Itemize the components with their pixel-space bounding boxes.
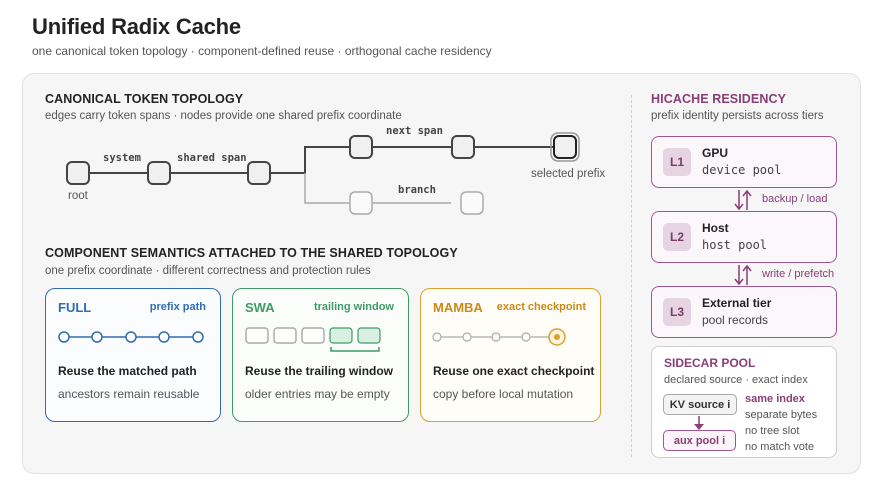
mamba-checkpoint-icon xyxy=(432,328,566,346)
sidecar-title: SIDECAR POOL xyxy=(664,356,756,370)
node-root xyxy=(66,161,90,185)
kv-source-pill: KV source i xyxy=(663,394,737,415)
full-card-name: FULL xyxy=(58,300,92,315)
tier-l1-name: GPU xyxy=(702,146,729,160)
swa-card-main: Reuse the trailing window xyxy=(245,364,394,378)
edge-label-next-span: next span xyxy=(386,125,443,137)
section-divider xyxy=(631,95,632,457)
tier-l3-desc: pool records xyxy=(702,313,769,327)
tier-l1-desc: device pool xyxy=(702,163,782,177)
full-card-sub: ancestors remain reusable xyxy=(58,387,200,401)
mamba-card-sub: copy before local mutation xyxy=(433,387,574,401)
sidecar-note-slot: no tree slot xyxy=(745,425,800,437)
sidecar-pool: SIDECAR POOL declared source · exact ind… xyxy=(651,346,837,458)
topology-title: CANONICAL TOKEN TOPOLOGY xyxy=(45,92,244,106)
tier-l1: L1 GPU device pool xyxy=(651,136,837,188)
mamba-card-main: Reuse one exact checkpoint xyxy=(433,364,595,378)
tier-l2: L2 Host host pool xyxy=(651,211,837,263)
node-label-selected: selected prefix xyxy=(531,168,606,180)
node-next-b xyxy=(451,135,475,159)
full-path-icon xyxy=(58,331,204,343)
node-branch-a xyxy=(349,191,373,215)
tier-l3-name: External tier xyxy=(702,296,772,310)
arrow-label-write: write / prefetch xyxy=(762,268,835,280)
swa-card-tag: trailing window xyxy=(313,301,394,313)
mamba-card: MAMBA exact checkpoint Reuse one exact c… xyxy=(420,288,601,422)
tier-l3-badge: L3 xyxy=(663,298,691,326)
page-title: Unified Radix Cache xyxy=(32,14,241,39)
full-card-main: Reuse the matched path xyxy=(58,364,197,378)
aux-pool-pill: aux pool i xyxy=(663,430,736,451)
sidecar-note-vote: no match vote xyxy=(745,441,815,453)
node-selected-outer xyxy=(550,132,580,162)
sidecar-note-same-index: same index xyxy=(745,393,805,405)
topology-diagram xyxy=(66,132,580,215)
edge-label-branch: branch xyxy=(398,184,436,196)
hicache-subtitle: prefix identity persists across tiers xyxy=(651,110,824,122)
arrow-down-icon xyxy=(694,416,704,430)
node-shared xyxy=(247,161,271,185)
updown-arrows-icon xyxy=(734,264,752,286)
tier-l2-desc: host pool xyxy=(702,238,768,252)
edge-label-system: system xyxy=(103,152,141,164)
node-branch-b xyxy=(460,191,484,215)
tier-l2-badge: L2 xyxy=(663,223,691,251)
topology-subtitle: edges carry token spans · nodes provide … xyxy=(45,110,402,122)
edge-trunk xyxy=(270,146,350,174)
sidecar-subtitle: declared source · exact index xyxy=(664,374,808,386)
tier-l2-name: Host xyxy=(702,221,729,235)
tier-l3: L3 External tier pool records xyxy=(651,286,837,338)
node-selected xyxy=(553,135,577,159)
semantics-title: COMPONENT SEMANTICS ATTACHED TO THE SHAR… xyxy=(45,246,458,260)
swa-card: SWA trailing window Reuse the trailing w… xyxy=(232,288,409,422)
page-subtitle: one canonical token topology · component… xyxy=(32,44,492,58)
swa-card-sub: older entries may be empty xyxy=(245,387,390,401)
full-card-tag: prefix path xyxy=(149,301,206,313)
full-card: FULL prefix path Reuse the matched path … xyxy=(45,288,221,422)
semantics-subtitle: one prefix coordinate · different correc… xyxy=(45,265,371,277)
edge-label-shared-span: shared span xyxy=(177,152,247,164)
node-label-root: root xyxy=(68,190,88,202)
tier-l1-badge: L1 xyxy=(663,148,691,176)
mamba-card-tag: exact checkpoint xyxy=(496,301,586,313)
swa-card-name: SWA xyxy=(245,300,275,315)
swa-window-icon xyxy=(245,327,381,352)
hicache-title: HICACHE RESIDENCY xyxy=(651,92,787,106)
edge-branch-down xyxy=(304,173,350,204)
mamba-card-name: MAMBA xyxy=(433,300,483,315)
updown-arrows-icon xyxy=(734,189,752,211)
arrow-label-backup: backup / load xyxy=(762,193,828,205)
sidecar-note-bytes: separate bytes xyxy=(745,409,818,421)
node-system xyxy=(147,161,171,185)
node-next-a xyxy=(349,135,373,159)
